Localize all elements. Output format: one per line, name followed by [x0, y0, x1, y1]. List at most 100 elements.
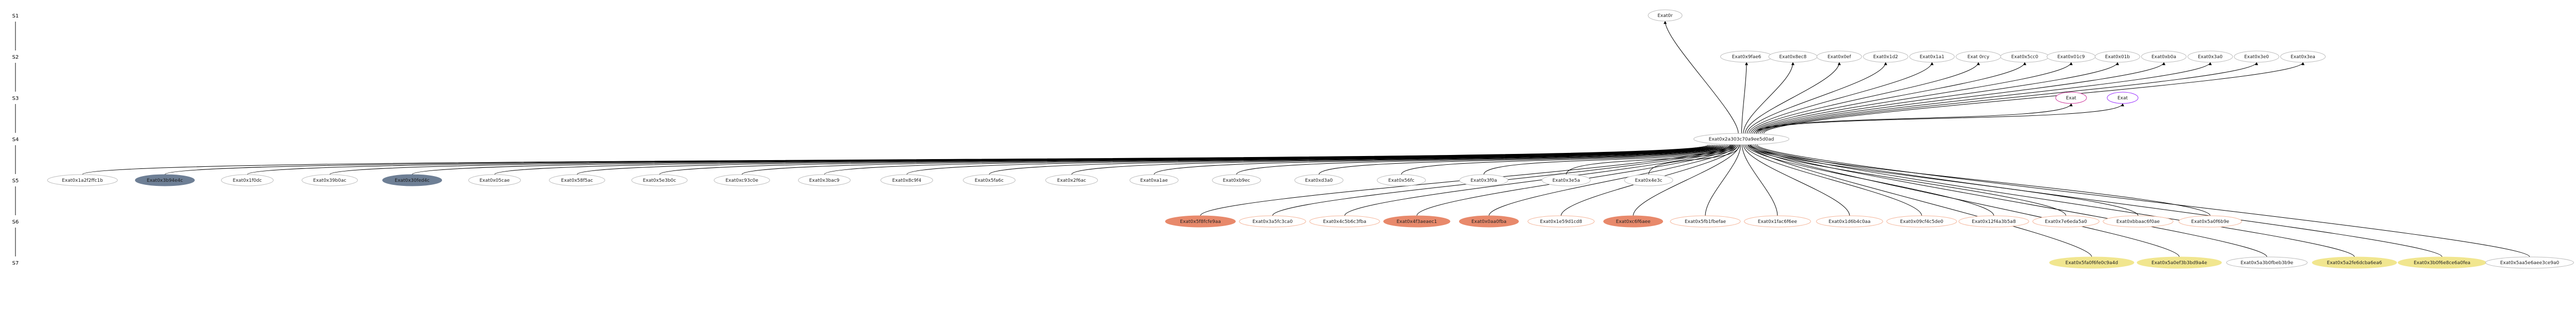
graph-node[interactable]: Exat0x9fae6: [1720, 50, 1773, 63]
graph-node[interactable]: Exat0x3a0: [2188, 50, 2233, 63]
node-shape: [1863, 50, 1908, 63]
graph-node[interactable]: Exat0x1a1: [1909, 50, 1955, 63]
graph-node[interactable]: Exat0x3b94e4c: [135, 174, 195, 186]
graph-node[interactable]: Exat0x58f5ac: [549, 174, 605, 186]
edge: [1748, 144, 2066, 216]
edges: [82, 21, 2530, 257]
graph-node[interactable]: Exat0x5e3b0c: [631, 174, 688, 186]
graph-node[interactable]: Exat0x2f6ac: [1045, 174, 1098, 186]
graph-node[interactable]: Exat0x01c9: [2046, 50, 2096, 63]
edge: [1745, 62, 1841, 134]
graph-node[interactable]: Exat0r: [1648, 9, 1683, 22]
graph-node[interactable]: Exat0x5f8fcfe9aa: [1165, 215, 1236, 228]
node-shape: [382, 174, 442, 186]
graph-node[interactable]: Exat0x5fb1fbefae: [1670, 215, 1741, 228]
graph-node[interactable]: Exat0x3f0a: [1459, 174, 1509, 186]
node-shape: [1045, 174, 1098, 186]
node-shape: [1377, 174, 1426, 186]
graph-node[interactable]: Exat0x5aa5e6aee3ce9a0: [2485, 256, 2574, 269]
graph-node[interactable]: Exat0xc93c0e: [714, 174, 770, 186]
graph-node[interactable]: Exat0x3e5a: [1541, 174, 1591, 186]
graph-node[interactable]: Exat0x0ef: [1817, 50, 1862, 63]
edge: [1758, 62, 2165, 134]
graph-node[interactable]: Exat0xd3a0: [1294, 174, 1344, 186]
graph-node[interactable]: Exat0x12f4a3b5a8: [1958, 215, 2029, 228]
graph-node[interactable]: Exat: [2107, 92, 2139, 104]
node-shape: [1239, 215, 1306, 228]
node-shape: [1309, 215, 1380, 228]
graph-node[interactable]: Exat0xb9ec: [1212, 174, 1261, 186]
edge: [1750, 144, 2211, 216]
graph-node[interactable]: Exat0x5a2fe6dcba6ea6: [2312, 256, 2397, 269]
node-shape: [2312, 256, 2397, 269]
node-label: Exat0x2a303c70a9ee5d0ad: [1709, 137, 1774, 142]
node-label: Exat0x3e5a: [1552, 178, 1580, 183]
edge: [1566, 144, 1738, 175]
graph-node[interactable]: Exat0x01b: [2095, 50, 2140, 63]
graph-node[interactable]: Exat0x5a3b0fbeb3b9e: [2226, 256, 2308, 269]
edge: [494, 144, 1717, 175]
graph-node[interactable]: Exat0x39b0ac: [301, 174, 358, 186]
node-label: Exat0r: [1657, 13, 1673, 19]
graph-node[interactable]: Exat0x56fc: [1377, 174, 1426, 186]
graph-node[interactable]: Exat0x0aa0fba: [1459, 215, 1519, 228]
graph-node[interactable]: Exat0x5fa0f6fe0c9a4d: [2049, 256, 2134, 269]
node-shape: [2049, 256, 2134, 269]
graph-node[interactable]: Exat0x8c9f4: [880, 174, 933, 186]
graph-node[interactable]: Exat0x5fa6c: [963, 174, 1015, 186]
edge: [1748, 144, 2092, 257]
edge: [741, 144, 1722, 175]
graph-node[interactable]: Exat0x3e0: [2234, 50, 2279, 63]
node-shape: [2226, 256, 2308, 269]
node-shape: [1129, 174, 1179, 186]
graph-node[interactable]: Exat 0rcy: [1956, 50, 2001, 63]
graph-node[interactable]: Exat0x1d6b4c0aa: [1816, 215, 1883, 228]
edge: [1751, 144, 2267, 257]
graph-node[interactable]: Exat0xbbaac6f0ae: [2103, 215, 2174, 228]
graph-node[interactable]: Exat0x5a0f6b9e: [2178, 215, 2242, 228]
node-label: Exat0x5a2fe6dcba6ea6: [2327, 261, 2382, 266]
graph-node[interactable]: Exat0x8ec8: [1768, 50, 1818, 63]
graph-node[interactable]: Exat0x1a2f2ffc1b: [47, 174, 118, 186]
node-shape: [1648, 9, 1683, 22]
graph-node[interactable]: Exat0x4c5b6c3fba: [1309, 215, 1380, 228]
graph-node[interactable]: Exat0x3b0f6e8ce6a0fea: [2398, 256, 2486, 269]
graph-node[interactable]: Exat0x4f3aeaec1: [1383, 215, 1450, 228]
node-label: Exat0x8ec8: [1779, 55, 1806, 60]
node-shape: [1165, 215, 1236, 228]
graph-node[interactable]: Exat0xb0a: [2141, 50, 2187, 63]
graph-node[interactable]: Exat0x4e3c: [1624, 174, 1673, 186]
graph-node[interactable]: Exat0x3ea: [2280, 50, 2326, 63]
node-label: Exat0x3f0a: [1470, 178, 1497, 183]
graph-node[interactable]: Exat0xa1ae: [1129, 174, 1179, 186]
node-shape: [1459, 215, 1519, 228]
graph-node[interactable]: Exat0x7e6eda5a0: [2032, 215, 2099, 228]
edge: [577, 144, 1719, 175]
graph-node[interactable]: Exat0x1fac6f6ee: [1744, 215, 1811, 228]
rank-label: S5: [12, 178, 19, 184]
node-label: Exat0xbbaac6f0ae: [2116, 219, 2160, 225]
node-label: Exat 0rcy: [1968, 55, 1990, 60]
node-label: Exat0x1e59d1cd8: [1540, 219, 1582, 225]
graph-node[interactable]: Exat0x1f0dc: [221, 174, 274, 186]
graph-node[interactable]: Exat0x5a0ef3b3bd9a4e: [2137, 256, 2222, 269]
graph-node[interactable]: Exat0x09cf4c5de0: [1886, 215, 1957, 228]
graph-node[interactable]: Exat0x3a5fc3ca0: [1239, 215, 1306, 228]
node-shape: [2188, 50, 2233, 63]
graph-node[interactable]: Exat0xc6f6aee: [1603, 215, 1663, 228]
node-label: Exat0x3a5fc3ca0: [1252, 219, 1293, 225]
graph-node[interactable]: Exat0x1e59d1cd8: [1528, 215, 1595, 228]
graph-node[interactable]: Exat: [2055, 92, 2087, 104]
edge: [1344, 144, 1734, 216]
graph-node[interactable]: Exat0x3bac9: [798, 174, 851, 186]
node-shape: [1603, 215, 1663, 228]
node-label: Exat0xa1ae: [1140, 178, 1168, 183]
graph-node[interactable]: Exat0x1d2: [1863, 50, 1908, 63]
edge: [1744, 144, 1922, 216]
graph-node[interactable]: Exat0x5cc0: [2000, 50, 2049, 63]
graph-node[interactable]: Exat0x30fed4c: [382, 174, 442, 186]
graph-node[interactable]: Exat0x05cae: [468, 174, 521, 186]
edge: [1755, 144, 2443, 257]
graph-node[interactable]: Exat0x2a303c70a9ee5d0ad: [1693, 133, 1789, 145]
